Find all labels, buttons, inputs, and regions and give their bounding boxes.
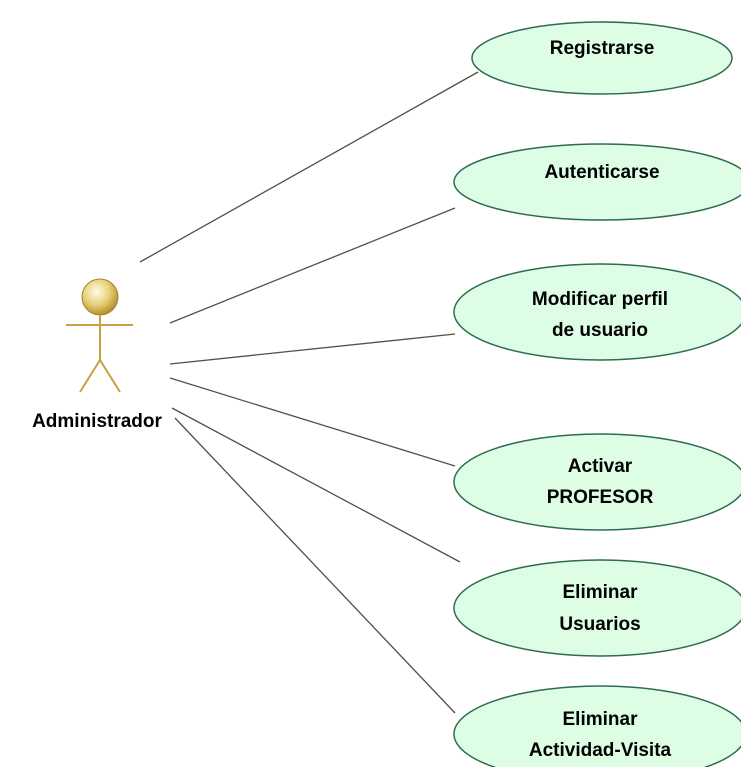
use-case-label: Actividad-Visita xyxy=(529,740,672,761)
use-case-label: Registrarse xyxy=(550,38,655,59)
actor-right-leg xyxy=(99,359,121,393)
use-case-ellipse xyxy=(471,21,733,95)
actor-administrador[interactable]: Administrador xyxy=(32,278,163,432)
use-case-ellipse xyxy=(453,143,741,221)
use-case-label: Autenticarse xyxy=(544,162,659,183)
use-case-label: PROFESOR xyxy=(547,487,654,508)
use-case-label: Activar xyxy=(568,456,633,477)
association-line-registrarse xyxy=(139,71,479,263)
association-line-autenticarse xyxy=(169,207,456,324)
use-case-autenticarse[interactable]: Autenticarse xyxy=(453,143,741,221)
use-case-label: Eliminar xyxy=(563,709,639,730)
association-lines xyxy=(139,71,479,714)
association-line-eliminar-actividad xyxy=(174,417,456,714)
use-case-ellipse xyxy=(453,559,741,657)
use-case-label: Eliminar xyxy=(563,582,639,603)
use-case-ellipse xyxy=(453,433,741,531)
use-case-label: de usuario xyxy=(552,320,648,341)
use-case-modificar-perfil[interactable]: Modificar perfil de usuario xyxy=(453,263,741,361)
actor-label: Administrador xyxy=(32,411,162,432)
association-line-modificar-perfil xyxy=(169,333,456,365)
association-line-eliminar-usuarios xyxy=(171,407,461,563)
actor-head xyxy=(81,278,119,316)
use-case-ellipse xyxy=(453,263,741,361)
use-case-ellipse xyxy=(453,685,741,767)
use-case-registrarse[interactable]: Registrarse xyxy=(471,21,733,95)
use-case-label: Modificar perfil xyxy=(532,289,668,310)
association-line-activar-profesor xyxy=(169,377,456,467)
actor-left-leg xyxy=(79,359,101,393)
use-case-label: Usuarios xyxy=(559,614,640,635)
